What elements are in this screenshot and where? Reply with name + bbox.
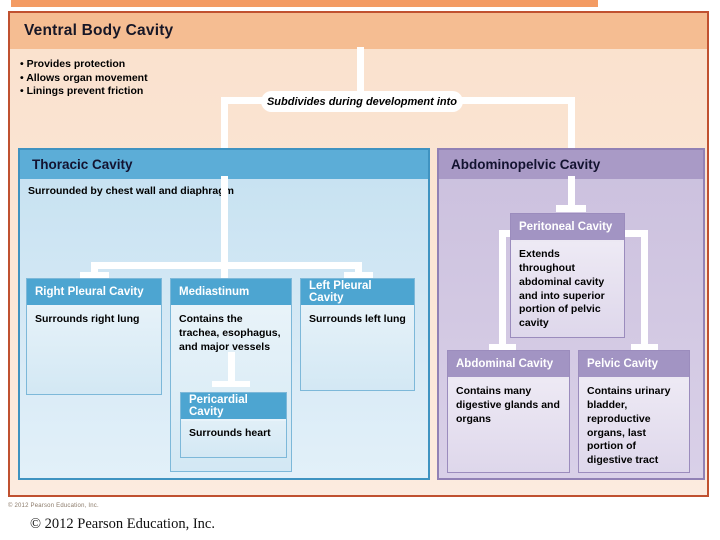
pericardial-title: Pericardial Cavity [189,394,248,418]
bullet-item: Provides protection [20,58,148,72]
mediastinum-description: Contains the trachea, esophagus, and maj… [179,313,281,353]
connector-left-pleural-drop [355,262,362,278]
bullet-item: Allows organ movement [20,72,147,86]
ventral-bullet-list: Provides protection Allows organ movemen… [20,58,148,99]
thoracic-title-bar: Thoracic Cavity [20,150,428,179]
connector-peritoneal-stem [568,176,575,206]
abdominal-title-bar: Abdominal Cavity [448,351,569,379]
pericardial-cavity-box: Pericardial Cavity Surrounds heart [180,392,287,458]
abdominal-title: Abdominal Cavity [456,358,554,370]
mediastinum-title-bar: Mediastinum [171,279,291,307]
copyright-serif: © 2012 Pearson Education, Inc. [30,516,215,532]
pelvic-cavity-box: Pelvic Cavity Contains urinary bladder, … [578,350,690,473]
right-pleural-title-bar: Right Pleural Cavity [27,279,161,307]
connector-abdominal-foot [489,344,516,350]
connector-to-thoracic [221,97,228,149]
connector-pelvic-drop [641,230,648,350]
connector-pericardial-foot [212,381,250,387]
thoracic-description: Surrounded by chest wall and diaphragm [28,185,234,197]
connector-pelvic-foot [631,344,658,350]
right-pleural-title: Right Pleural Cavity [35,286,144,298]
left-pleural-description: Surrounds left lung [309,313,406,325]
peritoneal-cavity-box: Peritoneal Cavity Extends throughout abd… [510,213,625,338]
pericardial-title-bar: Pericardial Cavity [181,393,286,421]
connector-to-abdominopelvic [568,97,575,149]
connector-right-pleural-foot [80,272,109,278]
connector-left-pleural-foot [344,272,373,278]
abdominopelvic-title: Abdominopelvic Cavity [451,157,601,172]
pelvic-title-bar: Pelvic Cavity [579,351,689,379]
right-pleural-cavity-box: Right Pleural Cavity Surrounds right lun… [26,278,162,395]
connector-label: Subdivides during development into [266,95,458,108]
left-pleural-cavity-box: Left Pleural Cavity Surrounds left lung [300,278,415,391]
left-pleural-title: Left Pleural Cavity [309,280,372,304]
ventral-title-bar: Ventral Body Cavity [10,13,707,49]
thoracic-title: Thoracic Cavity [32,157,133,172]
connector-root-vertical [357,47,364,99]
copyright-small: © 2012 Pearson Education, Inc. [8,503,99,509]
connector-mediastinum-drop [221,262,228,278]
pericardial-description: Surrounds heart [189,427,271,439]
abdominopelvic-title-bar: Abdominopelvic Cavity [439,150,703,179]
peritoneal-title: Peritoneal Cavity [519,221,613,233]
peritoneal-description: Extends throughout abdominal cavity and … [519,248,605,330]
abdominal-cavity-box: Abdominal Cavity Contains many digestive… [447,350,570,473]
peritoneal-title-bar: Peritoneal Cavity [511,214,624,242]
connector-pericardial-stem [228,352,235,383]
connector-right-pleural-drop [91,262,98,278]
pelvic-title: Pelvic Cavity [587,358,658,370]
connector-label-pill: Subdivides during development into [261,91,463,112]
pelvic-description: Contains urinary bladder, reproductive o… [587,385,671,467]
mediastinum-title: Mediastinum [179,286,250,298]
right-pleural-description: Surrounds right lung [35,313,140,325]
top-slide-strip [11,0,598,7]
connector-thoracic-stem [221,176,228,268]
bullet-item: Linings prevent friction [20,85,148,99]
connector-abdominal-drop [499,230,506,350]
ventral-title: Ventral Body Cavity [24,22,174,39]
abdominal-description: Contains many digestive glands and organ… [456,385,560,425]
left-pleural-title-bar: Left Pleural Cavity [301,279,414,307]
connector-peritoneal-foot [556,205,586,212]
